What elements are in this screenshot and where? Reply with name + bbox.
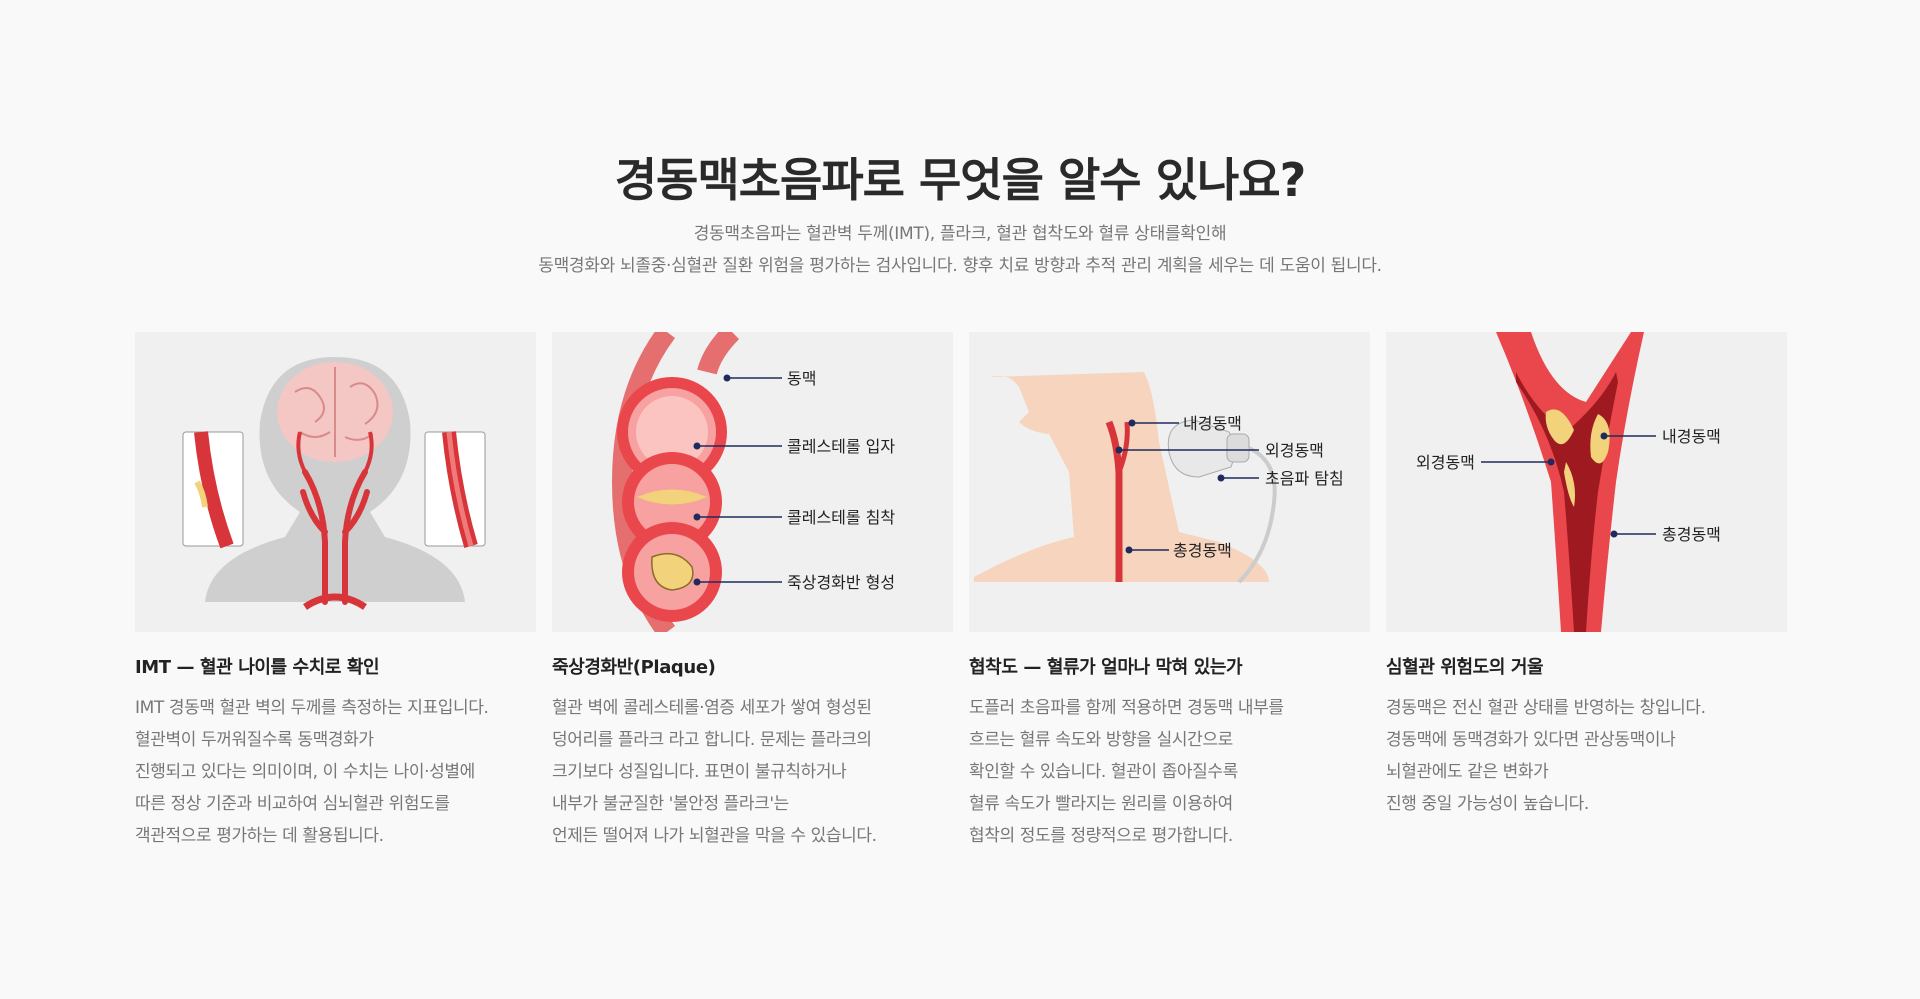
card-image: 내경동맥 외경동맥 초음파 탐침 총경동맥 [969,332,1370,632]
card-title: 죽상경화반(Plaque) [552,657,716,678]
card-title: 심혈관 위험도의 거울 [1386,657,1544,678]
neck-label-common-carotid: 총경동맥 [1173,541,1232,560]
card-image: 동맥 콜레스테롤 입자 콜레스테롤 침착 죽상경화반 형성 [552,332,953,632]
plaque-label-cholesterol-particle: 콜레스테롤 입자 [787,437,895,456]
card-line: 흐르는 혈류 속도와 방향을 실시간으로 [969,730,1233,750]
card-image [135,332,536,632]
card-line: IMT 경동맥 혈관 벽의 두께를 측정하는 지표입니다. [135,698,489,718]
card-line: 덩어리를 플라크 라고 합니다. 문제는 플라크의 [552,730,872,750]
card-line: 혈류 속도가 빨라지는 원리를 이용하여 [969,794,1233,814]
bifurcation-label-external-carotid: 외경동맥 [1416,453,1475,472]
bifurcation-label-internal-carotid: 내경동맥 [1662,427,1721,446]
card-line: 진행 중일 가능성이 높습니다. [1386,794,1589,814]
card-line: 혈관벽이 두꺼워질수록 동맥경화가 [135,730,374,750]
subtitle-line: 경동맥초음파는 혈관벽 두께(IMT), 플라크, 혈관 협착도와 혈류 상태를… [693,224,1227,244]
plaque-label-plaque-formation: 죽상경화반 형성 [787,573,895,592]
carotid-bifurcation-illustration-icon: 외경동맥 내경동맥 총경동맥 [1386,332,1787,632]
neck-label-internal-carotid: 내경동맥 [1183,414,1242,433]
card-line: 뇌혈관에도 같은 변화가 [1386,762,1549,782]
brain-artery-illustration-icon [135,332,536,632]
plaque-stages-illustration-icon: 동맥 콜레스테롤 입자 콜레스테롤 침착 죽상경화반 형성 [552,332,953,632]
card-line: 도플러 초음파를 함께 적용하면 경동맥 내부를 [969,698,1284,718]
card-image: 외경동맥 내경동맥 총경동맥 [1386,332,1787,632]
card-line: 확인할 수 있습니다. 혈관이 좁아질수록 [969,762,1238,782]
card-cardiovascular-risk: 외경동맥 내경동맥 총경동맥 심혈관 위험도의 거울 경동맥은 전신 혈관 상태… [1386,332,1787,852]
card-line: 경동맥에 동맥경화가 있다면 관상동맥이나 [1386,730,1676,750]
card-line: 객관적으로 평가하는 데 활용됩니다. [135,826,384,846]
card-line: 혈관 벽에 콜레스테롤·염증 세포가 쌓여 형성된 [552,698,872,718]
card-line: 진행되고 있다는 의미이며, 이 수치는 나이·성별에 [135,762,475,782]
plaque-label-cholesterol-deposit: 콜레스테롤 침착 [787,508,895,527]
neck-label-probe: 초음파 탐침 [1265,469,1344,488]
card-line: 크기보다 성질입니다. 표면이 불규칙하거나 [552,762,847,782]
card-title: 협착도 — 혈류가 얼마나 막혀 있는가 [969,657,1243,678]
bifurcation-label-common-carotid: 총경동맥 [1662,525,1721,544]
card-line: 언제든 떨어져 나가 뇌혈관을 막을 수 있습니다. [552,826,877,846]
card-stenosis: 내경동맥 외경동맥 초음파 탐침 총경동맥 협착도 — 혈류가 얼마나 막혀 있… [969,332,1370,852]
card-body: 도플러 초음파를 함께 적용하면 경동맥 내부를 흐르는 혈류 속도와 방향을 … [969,692,1370,852]
page-title: 경동맥초음파로 무엇을 알수 있나요? [614,153,1307,207]
card-body: 혈관 벽에 콜레스테롤·염증 세포가 쌓여 형성된 덩어리를 플라크 라고 합니… [552,692,953,852]
page-subtitle: 경동맥초음파는 혈관벽 두께(IMT), 플라크, 혈관 협착도와 혈류 상태를… [0,218,1920,282]
card-title: IMT — 혈관 나이를 수치로 확인 [135,657,380,678]
card-imt: IMT — 혈관 나이를 수치로 확인 IMT 경동맥 혈관 벽의 두께를 측정… [135,332,536,852]
card-line: 경동맥은 전신 혈관 상태를 반영하는 창입니다. [1386,698,1706,718]
card-line: 따른 정상 기준과 비교하여 심뇌혈관 위험도를 [135,794,450,814]
neck-ultrasound-illustration-icon: 내경동맥 외경동맥 초음파 탐침 총경동맥 [969,332,1370,632]
neck-label-external-carotid: 외경동맥 [1265,441,1324,460]
card-plaque: 동맥 콜레스테롤 입자 콜레스테롤 침착 죽상경화반 형성 죽상경화반(Plaq… [552,332,953,852]
card-line: 내부가 불균질한 '불안정 플라크'는 [552,794,789,814]
subtitle-line: 동맥경화와 뇌졸중·심혈관 질환 위험을 평가하는 검사입니다. 향후 치료 방… [538,256,1382,276]
plaque-label-artery: 동맥 [787,369,816,388]
card-body: 경동맥은 전신 혈관 상태를 반영하는 창입니다. 경동맥에 동맥경화가 있다면… [1386,692,1787,820]
card-body: IMT 경동맥 혈관 벽의 두께를 측정하는 지표입니다. 혈관벽이 두꺼워질수… [135,692,536,852]
card-line: 협착의 정도를 정량적으로 평가합니다. [969,826,1233,846]
info-cards: IMT — 혈관 나이를 수치로 확인 IMT 경동맥 혈관 벽의 두께를 측정… [135,332,1787,852]
